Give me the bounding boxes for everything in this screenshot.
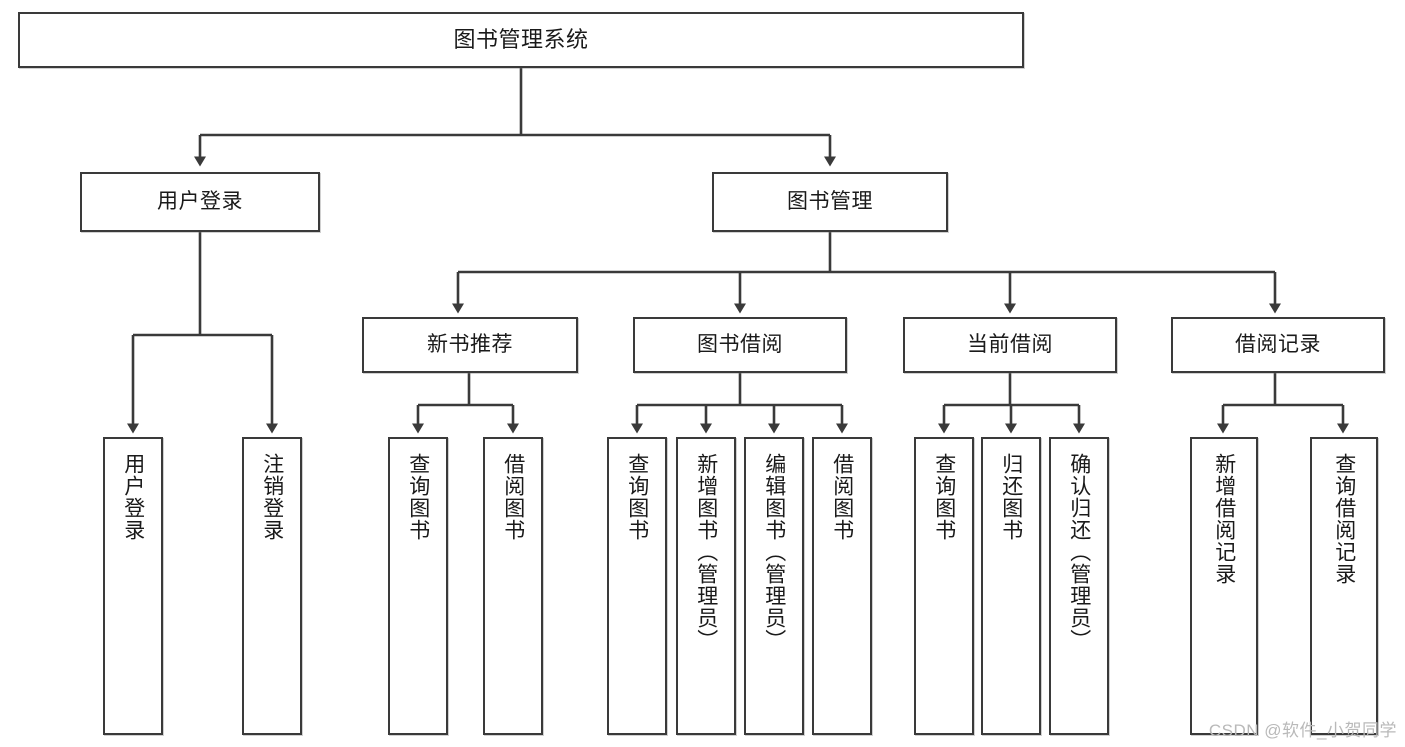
node-leaf-borrow-query-label: 查询图书 <box>625 453 649 541</box>
node-leaf-cur-return-label: 归还图书 <box>999 453 1023 541</box>
node-leaf-cur-query[interactable]: 查询图书 <box>914 437 974 735</box>
node-current-borrow-label: 当前借阅 <box>967 332 1053 356</box>
node-leaf-rec-query-label: 查询图书 <box>406 453 430 541</box>
node-leaf-rec-query[interactable]: 查询图书 <box>388 437 448 735</box>
node-book-borrow[interactable]: 图书借阅 <box>633 317 847 373</box>
node-leaf-borrow-add-label: 新增图书（管理员） <box>694 453 718 651</box>
node-borrow-record-label: 借阅记录 <box>1235 332 1321 356</box>
node-leaf-borrow-lend-label: 借阅图书 <box>830 453 854 541</box>
node-book-borrow-label: 图书借阅 <box>697 332 783 356</box>
node-book-manage[interactable]: 图书管理 <box>712 172 948 232</box>
node-leaf-user-login-label: 用户登录 <box>121 453 145 541</box>
node-leaf-borrow-query[interactable]: 查询图书 <box>607 437 667 735</box>
node-leaf-user-logout-label: 注销登录 <box>260 453 284 541</box>
node-root[interactable]: 图书管理系统 <box>18 12 1024 68</box>
node-borrow-record[interactable]: 借阅记录 <box>1171 317 1385 373</box>
node-leaf-borrow-lend[interactable]: 借阅图书 <box>812 437 872 735</box>
node-user-login-label: 用户登录 <box>157 189 243 213</box>
node-leaf-cur-confirm[interactable]: 确认归还（管理员） <box>1049 437 1109 735</box>
node-leaf-rec-add-label: 新增借阅记录 <box>1212 453 1236 585</box>
node-leaf-borrow-edit-label: 编辑图书（管理员） <box>762 453 786 651</box>
node-leaf-cur-confirm-label: 确认归还（管理员） <box>1067 453 1091 651</box>
node-book-manage-label: 图书管理 <box>787 189 873 213</box>
node-leaf-rec-query2-label: 查询借阅记录 <box>1332 453 1356 585</box>
node-leaf-rec-borrow[interactable]: 借阅图书 <box>483 437 543 735</box>
node-leaf-user-logout[interactable]: 注销登录 <box>242 437 302 735</box>
node-leaf-cur-query-label: 查询图书 <box>932 453 956 541</box>
node-new-book-rec-label: 新书推荐 <box>427 332 513 356</box>
node-leaf-cur-return[interactable]: 归还图书 <box>981 437 1041 735</box>
csdn-watermark: CSDN @软件_小贺同学 <box>1208 721 1397 740</box>
node-current-borrow[interactable]: 当前借阅 <box>903 317 1117 373</box>
node-leaf-borrow-edit[interactable]: 编辑图书（管理员） <box>744 437 804 735</box>
node-leaf-rec-query2[interactable]: 查询借阅记录 <box>1310 437 1378 735</box>
node-leaf-rec-add[interactable]: 新增借阅记录 <box>1190 437 1258 735</box>
node-user-login[interactable]: 用户登录 <box>80 172 320 232</box>
node-leaf-rec-borrow-label: 借阅图书 <box>501 453 525 541</box>
node-leaf-user-login[interactable]: 用户登录 <box>103 437 163 735</box>
node-root-label: 图书管理系统 <box>453 26 589 52</box>
node-new-book-rec[interactable]: 新书推荐 <box>362 317 578 373</box>
node-leaf-borrow-add[interactable]: 新增图书（管理员） <box>676 437 736 735</box>
